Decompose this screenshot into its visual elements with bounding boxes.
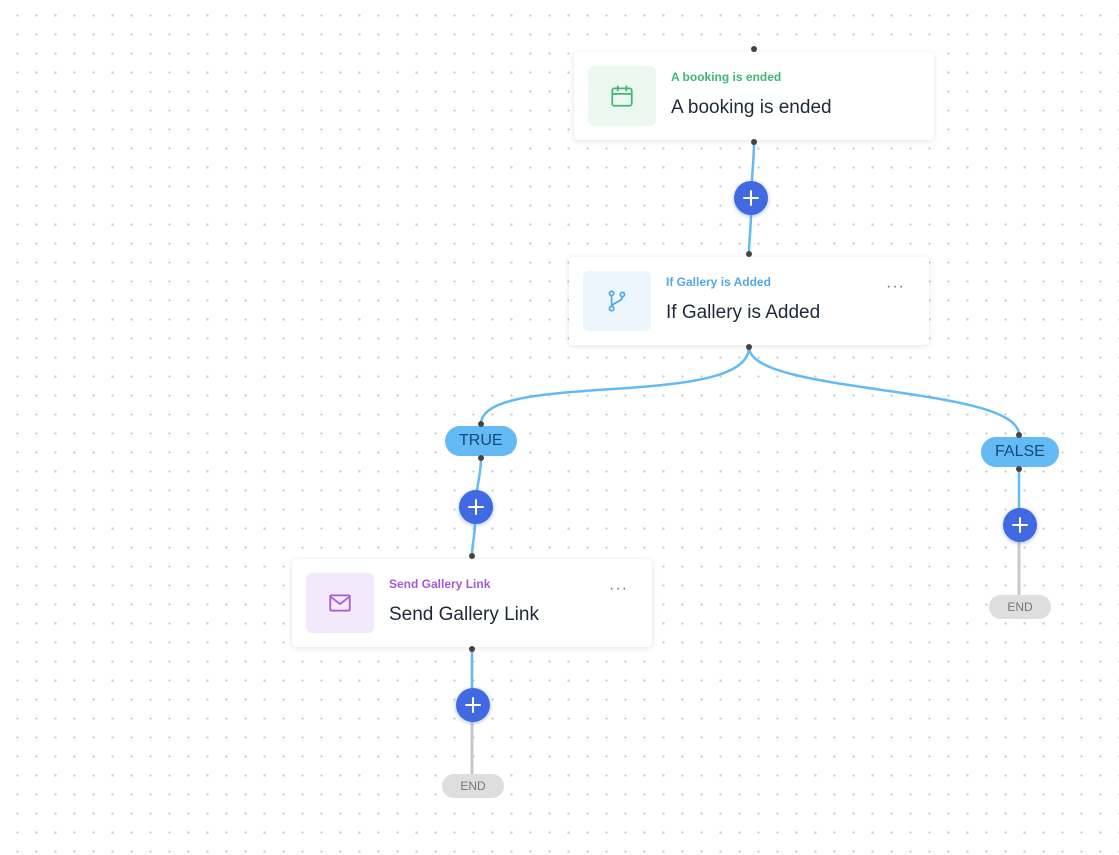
trigger-kicker: A booking is ended — [671, 70, 782, 84]
end-marker-false-branch: END — [989, 595, 1051, 619]
calendar-icon — [611, 85, 633, 107]
handle-dot — [751, 139, 757, 145]
handle-dot — [469, 646, 475, 652]
condition-icon-box — [583, 271, 651, 331]
trigger-title: A booking is ended — [671, 97, 832, 118]
action-menu-button[interactable]: ··· — [609, 580, 628, 597]
handle-dot — [469, 553, 475, 559]
condition-node[interactable]: If Gallery is Added If Gallery is Added … — [569, 257, 929, 345]
handle-dot — [478, 421, 484, 427]
handle-dot — [1016, 466, 1022, 472]
plus-icon — [465, 697, 481, 713]
connector-true-to-add — [475, 457, 483, 493]
true-branch-label: TRUE — [445, 426, 517, 456]
condition-menu-button[interactable]: ··· — [886, 278, 905, 295]
condition-kicker: If Gallery is Added — [666, 275, 771, 289]
add-step-button-false-branch[interactable] — [1003, 508, 1037, 542]
branch-icon — [608, 290, 626, 312]
connector-condition-to-false — [747, 346, 1021, 436]
handle-dot — [746, 251, 752, 257]
action-node[interactable]: Send Gallery Link Send Gallery Link ··· — [292, 559, 652, 647]
trigger-icon-box — [588, 66, 656, 126]
plus-icon — [743, 190, 759, 206]
condition-title: If Gallery is Added — [666, 302, 821, 323]
action-kicker: Send Gallery Link — [389, 577, 491, 591]
add-step-button-after-trigger[interactable] — [734, 181, 768, 215]
handle-dot — [746, 344, 752, 350]
end-marker-true-branch: END — [442, 774, 504, 798]
handle-dot — [751, 46, 757, 52]
plus-icon — [1012, 517, 1028, 533]
connector-add-to-action — [470, 521, 477, 557]
action-icon-box — [306, 573, 374, 633]
trigger-node[interactable]: A booking is ended A booking is ended — [574, 52, 934, 140]
add-step-button-true-branch[interactable] — [459, 490, 493, 524]
handle-dot — [478, 455, 484, 461]
plus-icon — [468, 499, 484, 515]
mail-icon — [329, 594, 351, 612]
connector-trigger-to-add — [750, 141, 756, 183]
handle-dot — [1016, 432, 1022, 438]
connector-add-to-condition — [747, 213, 753, 255]
connector-condition-to-true — [479, 346, 751, 425]
action-title: Send Gallery Link — [389, 604, 539, 625]
add-step-button-after-action[interactable] — [456, 688, 490, 722]
false-branch-label: FALSE — [981, 437, 1059, 467]
